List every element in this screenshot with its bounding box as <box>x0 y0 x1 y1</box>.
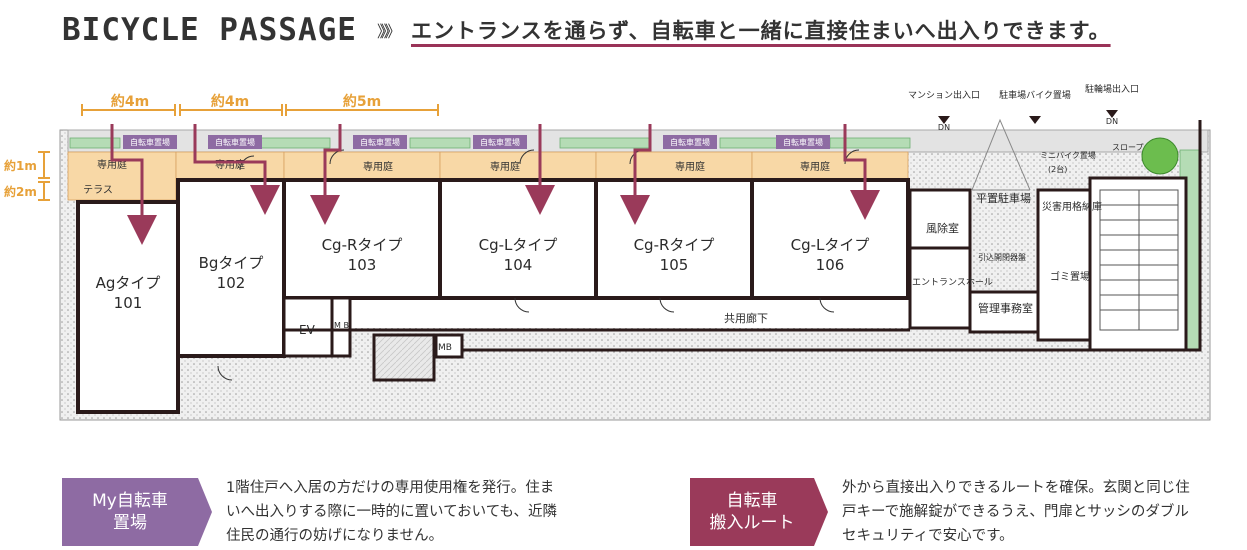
floor-plan: 自転車置場 自転車置場 自転車置場 自転車置場 自転車置場 自転車置場 専用庭 … <box>4 83 1211 421</box>
desc-line: 1階住戸へ入居の方だけの専用使用権を発行。住ま <box>226 480 555 496</box>
bicycle-parking-label: 自転車置場 <box>783 137 823 147</box>
entrance-arrow-icons <box>938 110 1118 124</box>
core-rooms <box>282 296 464 382</box>
bicycle-parking-markers <box>123 135 830 149</box>
mb-label: M B <box>334 321 349 330</box>
parking-entrance-sign: 駐車場バイク置場 <box>999 89 1071 101</box>
unit-type-label: Cg-Rタイプ <box>634 236 715 254</box>
corridor-wall <box>284 120 1202 352</box>
entrance-block <box>908 176 1188 352</box>
page-header: BICYCLE PASSAGE 》》》 エントランスを通らず、自転車と一緒に直接… <box>62 10 1111 50</box>
route-badge-line2: 搬入ルート <box>709 513 795 533</box>
dimension-4m: 約4m <box>211 93 249 110</box>
chevron-arrows: 》》》 <box>376 22 401 41</box>
fuujo-label: 風除室 <box>926 221 959 235</box>
garden-label: 専用庭 <box>675 160 705 173</box>
unit-number-label: 102 <box>217 274 246 292</box>
dimension-4m: 約4m <box>111 93 149 110</box>
parking-lines <box>971 118 1179 331</box>
badge-pointer <box>814 478 828 546</box>
unit-number-label: 106 <box>816 256 845 274</box>
title-english: BICYCLE PASSAGE <box>62 12 357 48</box>
unit-number-label: 104 <box>504 256 533 274</box>
garden-label: 専用庭 <box>363 160 393 173</box>
mb-label: MB <box>438 343 452 353</box>
bicycle-parking-label: 自転車置場 <box>670 137 710 147</box>
dn-label: DN <box>938 123 950 132</box>
hikikomi-label: 引込開閉器盤 <box>978 252 1026 262</box>
unit-type-label: Agタイプ <box>96 274 161 292</box>
garden-label: 専用庭 <box>800 160 830 173</box>
bicycle-parking-label: 自転車置場 <box>480 137 520 147</box>
slope-label: スロープ <box>1112 143 1144 152</box>
desc-line: セキュリティで安心です。 <box>842 528 1014 544</box>
unit-type-label: Cg-Lタイプ <box>479 236 558 254</box>
mini-bike-count: (2台) <box>1048 164 1067 174</box>
bicycle-route-arrows <box>110 124 880 245</box>
legend-bike-route: 自転車 搬入ルート 外から直接出入りできるルートを確保。玄関と同じ住 戸キーで施… <box>690 476 1190 548</box>
ev-label: EV <box>299 323 316 337</box>
badge-pointer <box>198 478 212 546</box>
bike-route-description: 外から直接出入りできるルートを確保。玄関と同じ住 戸キーで施解錠ができるうえ、門… <box>842 476 1190 548</box>
title-japanese: エントランスを通らず、自転車と一緒に直接住まいへ出入りできます。 <box>410 19 1111 43</box>
mini-bike-label: ミニバイク置場 <box>1040 150 1096 160</box>
bicycle-parking-label: 自転車置場 <box>130 137 170 147</box>
desc-line: いへ出入りする際に一時的に置いておいても、近隣 <box>226 504 558 520</box>
desc-line: 戸キーで施解錠ができるうえ、門扉とサッシのダブル <box>842 504 1189 520</box>
desc-line: 住民の通行の妨げになりません。 <box>226 528 444 544</box>
my-bike-badge: My自転車 置場 <box>62 478 198 546</box>
tree-icon <box>1141 137 1179 175</box>
my-bike-description: 1階住戸へ入居の方だけの専用使用権を発行。住ま いへ出入りする際に一時的に置いて… <box>226 476 557 548</box>
kanri-label: 管理事務室 <box>978 301 1033 315</box>
hiraoki-label: 平置駐車場 <box>976 191 1031 205</box>
terrace-label: テラス <box>83 184 113 196</box>
bicycle-entrance-sign: 駐輪場出入口 <box>1085 83 1139 95</box>
my-bike-badge-line1: My自転車 <box>92 491 168 511</box>
entrance-hall-label: エントランスホール <box>912 277 993 288</box>
common-corridor <box>284 298 910 328</box>
route-badge-line1: 自転車 <box>726 491 778 511</box>
unit-type-label: Cg-Rタイプ <box>322 236 403 254</box>
unit-number-label: 103 <box>348 256 377 274</box>
bicycle-parking-label: 自転車置場 <box>215 137 255 147</box>
desc-line: 外から直接出入りできるルートを確保。玄関と同じ住 <box>842 480 1190 496</box>
dimension-lines <box>38 104 439 201</box>
dimension-1m: 約1m <box>4 158 37 173</box>
bicycle-parking-label: 自転車置場 <box>360 137 400 147</box>
unit-type-label: Cg-Lタイプ <box>791 236 870 254</box>
corridor-label: 共用廊下 <box>724 311 768 325</box>
unit-number-label: 105 <box>660 256 689 274</box>
dimension-2m: 約2m <box>4 184 37 199</box>
unit-type-label: Bgタイプ <box>199 254 264 272</box>
dimension-5m: 約5m <box>343 93 381 110</box>
legend-my-bike: My自転車 置場 1階住戸へ入居の方だけの専用使用権を発行。住ま いへ出入りする… <box>62 476 557 548</box>
bike-route-badge: 自転車 搬入ルート <box>690 478 814 546</box>
my-bike-badge-line2: 置場 <box>113 513 147 533</box>
gomi-label: ゴミ置場 <box>1050 270 1090 283</box>
dn-label: DN <box>1106 117 1118 126</box>
saigai-label: 災害用格納庫 <box>1042 200 1102 213</box>
unit-number-label: 101 <box>114 294 143 312</box>
garden-label: 専用庭 <box>490 160 520 173</box>
mansion-entrance-sign: マンション出入口 <box>908 89 980 101</box>
